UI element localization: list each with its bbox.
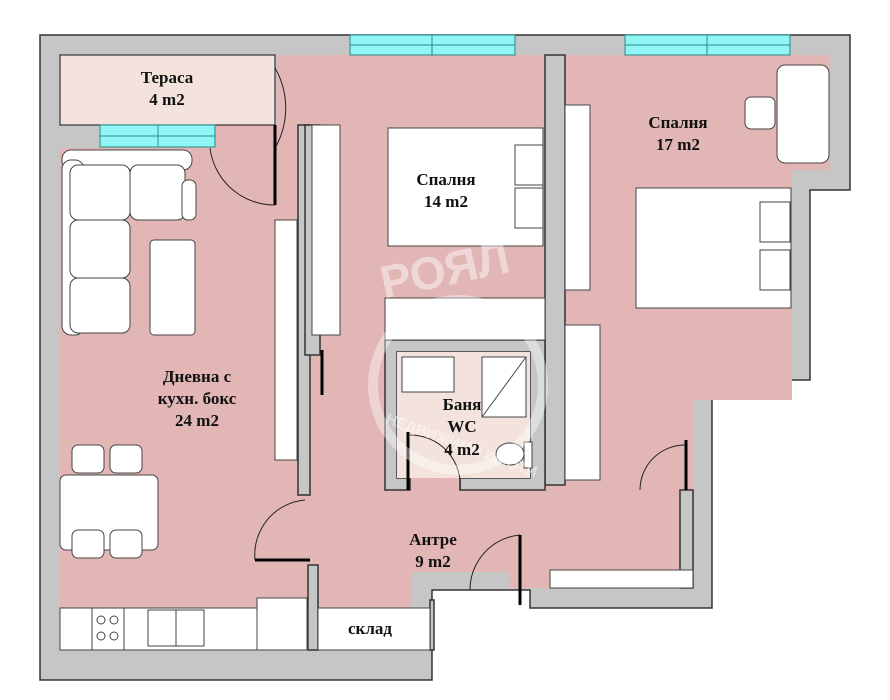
bedroom14-area: 14 m2 [424, 192, 468, 211]
wardrobe [564, 104, 591, 291]
kitchen-counter [59, 597, 309, 651]
storage-room [317, 607, 431, 651]
entrance-door[interactable] [469, 534, 521, 591]
chair [744, 96, 776, 130]
terrace-label: Тераса [141, 68, 194, 87]
living-area: 24 m2 [175, 411, 219, 430]
hall-area: 9 m2 [415, 552, 450, 571]
wardrobe [564, 324, 601, 481]
desk [776, 64, 830, 164]
coffee-table [149, 239, 196, 336]
bathtub [401, 356, 455, 393]
bedroom17-label: Спалня [648, 113, 707, 132]
bathroom-door[interactable] [409, 434, 461, 491]
desk [384, 297, 546, 341]
storage-wall [429, 599, 435, 651]
living-label-1: Дневна с [163, 367, 232, 386]
hall-shelf [549, 569, 694, 589]
bathroom-label-wc: WC [447, 417, 476, 436]
terrace-door[interactable] [209, 67, 287, 206]
bathroom-label: Баня [443, 395, 482, 414]
living-door[interactable] [254, 499, 306, 561]
terrace-area: 4 m2 [149, 90, 184, 109]
hall-label: Антре [409, 530, 457, 549]
bedroom14-label: Спалня [416, 170, 475, 189]
bathroom-area: 4 m2 [444, 440, 479, 459]
terrace [59, 54, 276, 126]
wall-bedroom17 [544, 54, 566, 486]
storage-label: склад [348, 619, 392, 638]
living-label-2: кухн. бокс [158, 389, 237, 408]
wardrobe [311, 124, 341, 336]
sofa [61, 149, 197, 336]
dining-chairs [71, 444, 143, 559]
wall-living-hall-lower [307, 564, 319, 651]
bedroom17-door[interactable] [639, 444, 686, 491]
tv-unit [274, 219, 298, 461]
bedroom17-area: 17 m2 [656, 135, 700, 154]
